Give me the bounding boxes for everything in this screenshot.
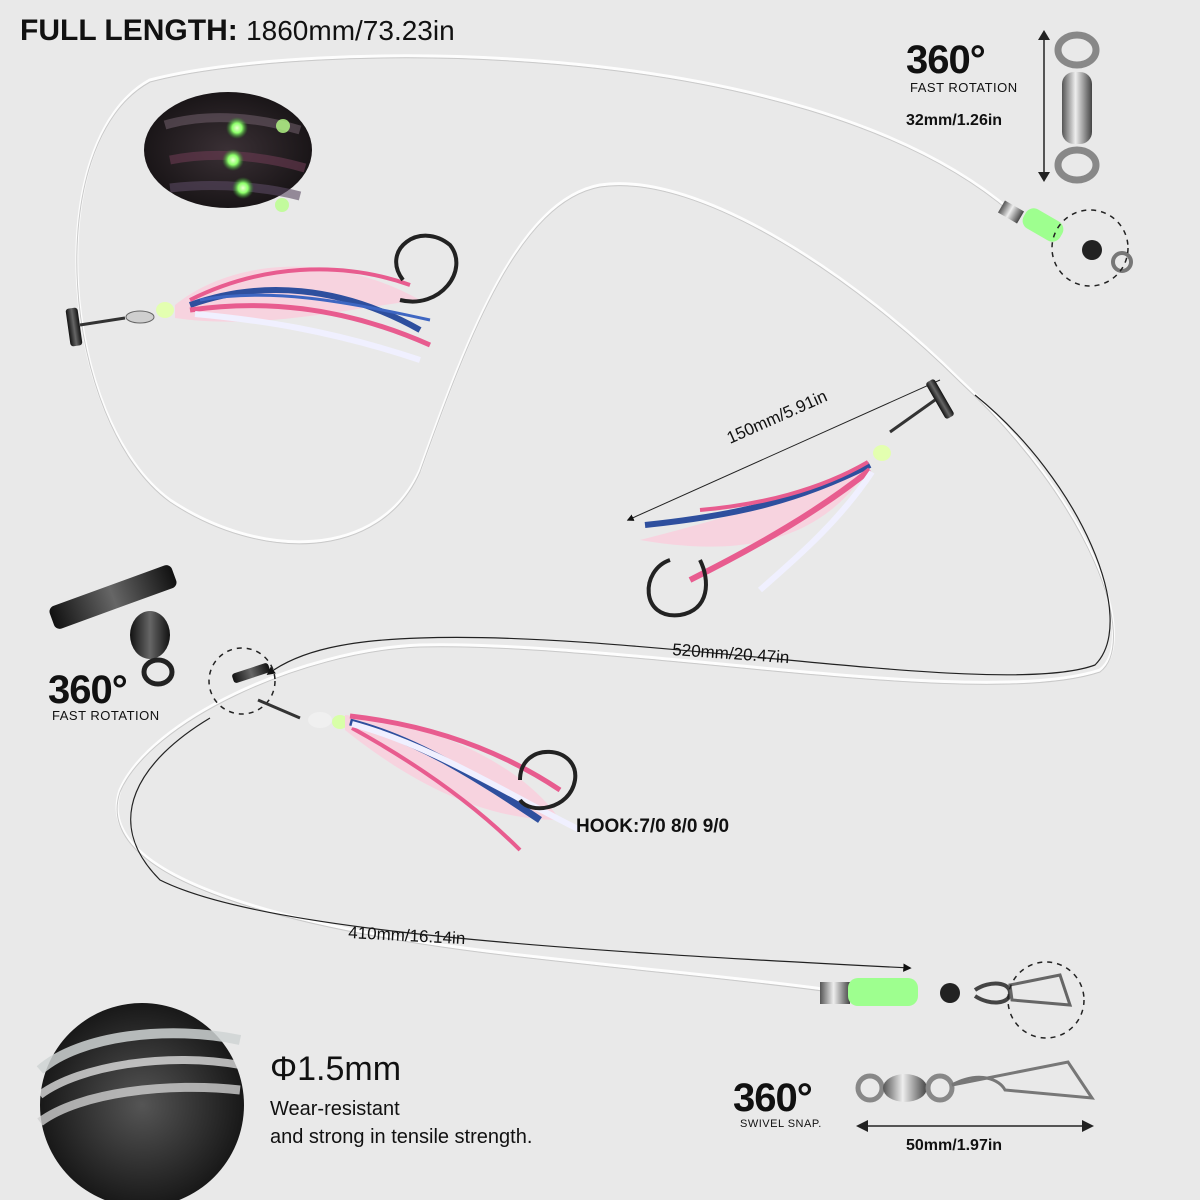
snap-degree: 360° — [733, 1076, 813, 1120]
line-closeup-photo — [36, 1003, 244, 1200]
lower-lure — [208, 647, 582, 852]
lower-measure-label: 410mm/16.14in — [348, 923, 466, 948]
full-length-label: FULL LENGTH: — [20, 14, 238, 47]
t-swivel-degree: 360° — [48, 668, 128, 712]
t-swivel-caption: FAST ROTATION — [52, 708, 160, 723]
lower-measure-arrow — [130, 717, 912, 972]
top-lure — [65, 233, 459, 363]
line-desc-2: and strong in tensile strength. — [270, 1126, 533, 1148]
glow-in-dark-photo — [144, 92, 312, 212]
top-end-connector — [997, 200, 1133, 287]
middle-measure-arrow — [266, 394, 1111, 676]
line-desc-1: Wear-resistant — [270, 1098, 400, 1120]
middle-lure — [640, 379, 954, 618]
snap-caption: SWIVEL SNAP. — [740, 1118, 822, 1130]
top-swivel-size: 32mm/1.26in — [906, 112, 1003, 129]
swivel-snap-photo — [855, 1060, 1095, 1132]
branch-measure-label: 150mm/5.91in — [724, 386, 830, 447]
ball-bearing-swivel-photo — [1038, 30, 1100, 184]
full-length-value: 1860mm/73.23in — [246, 15, 455, 46]
snap-size: 50mm/1.97in — [906, 1137, 1003, 1154]
leader-line-shadow — [76, 57, 1114, 993]
line-diameter: Φ1.5mm — [270, 1050, 402, 1088]
top-swivel-degree: 360° — [906, 38, 986, 82]
branch-measure-arrow — [626, 379, 941, 521]
full-length-header: FULL LENGTH: 1860mm/73.23in — [20, 14, 455, 48]
t-swivel-photo — [49, 565, 177, 687]
hook-sizes: HOOK:7/0 8/0 9/0 — [576, 816, 730, 837]
top-swivel-caption: FAST ROTATION — [910, 80, 1018, 95]
bottom-end-connector — [820, 961, 1085, 1039]
